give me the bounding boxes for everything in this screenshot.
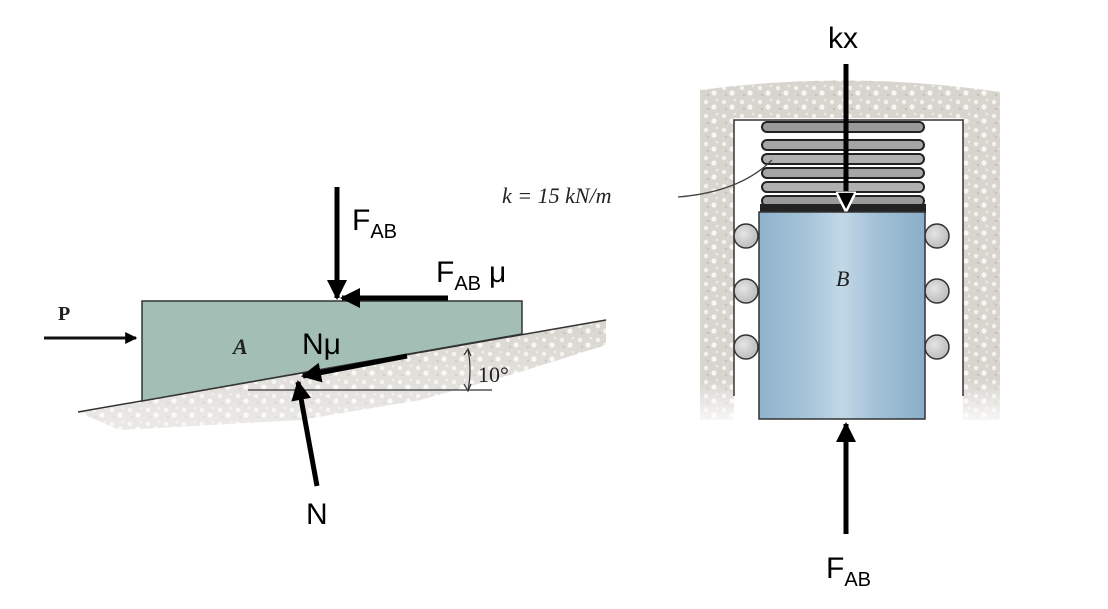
force-n-arrow xyxy=(291,380,320,487)
roller xyxy=(733,334,759,360)
roller xyxy=(733,278,759,304)
roller xyxy=(924,334,950,360)
block-b xyxy=(758,211,926,420)
force-fab-label: FAB xyxy=(352,204,397,243)
force-p-label: P xyxy=(58,303,70,325)
spring-leader-line xyxy=(677,159,773,198)
roller xyxy=(924,223,950,249)
right-figure: k = 15 kN/m B kx FAB xyxy=(502,22,1000,591)
rollers xyxy=(733,223,950,360)
roller xyxy=(924,278,950,304)
block-b-label: B xyxy=(836,266,849,291)
force-n-mu-arrow xyxy=(301,353,408,383)
spring-constant-label: k = 15 kN/m xyxy=(502,183,612,208)
block-a xyxy=(141,300,523,402)
force-fab-b-label: FAB xyxy=(826,552,871,591)
block-a-label: A xyxy=(231,334,248,359)
angle-label: 10° xyxy=(478,362,509,387)
angle-indicator: 10° xyxy=(463,347,509,393)
roller xyxy=(733,223,759,249)
force-kx-label: kx xyxy=(828,22,858,55)
force-n-mu-label: Nμ xyxy=(302,328,341,361)
force-n-label: N xyxy=(306,498,328,531)
